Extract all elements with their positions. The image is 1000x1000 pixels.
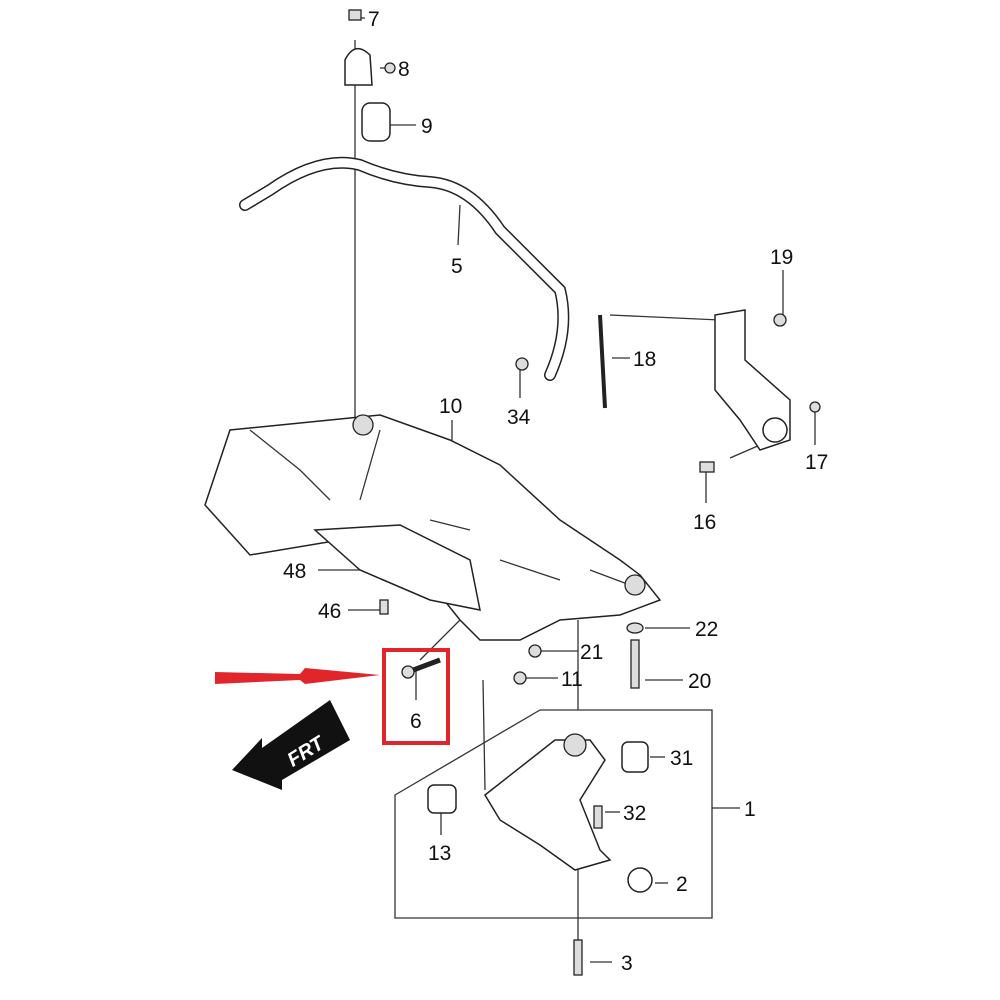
front-direction-arrow: FRT <box>232 700 350 790</box>
lower-control-arm <box>484 739 612 871</box>
bolt-46 <box>379 599 389 615</box>
callout-21: 21 <box>580 641 603 664</box>
callout-2: 2 <box>676 873 688 896</box>
callout-11: 11 <box>561 668 583 691</box>
callout-48: 48 <box>283 560 306 583</box>
red-pointer-arrow <box>215 668 380 684</box>
bolt-32 <box>593 805 603 829</box>
callout-13: 13 <box>428 842 451 865</box>
callout-31: 31 <box>670 747 693 770</box>
callout-22: 22 <box>695 618 718 641</box>
stabilizer-bar <box>239 156 570 381</box>
bushing-9 <box>361 102 391 142</box>
callout-34: 34 <box>507 406 531 429</box>
callout-46: 46 <box>318 600 341 623</box>
bolt-7 <box>348 9 362 21</box>
callout-7: 7 <box>368 8 380 31</box>
shield-48 <box>313 524 481 611</box>
ball-joint-2 <box>627 867 653 893</box>
bolt-20 <box>630 639 640 689</box>
callout-9: 9 <box>421 115 433 138</box>
callout-19: 19 <box>770 246 793 269</box>
nut-34 <box>515 357 529 371</box>
nut-11 <box>513 671 527 685</box>
stabilizer-link <box>598 314 607 409</box>
callout-18: 18 <box>633 348 656 371</box>
steering-knuckle <box>714 309 791 451</box>
callout-5: 5 <box>451 255 463 278</box>
washer-22 <box>626 622 644 634</box>
lower-arm-group-box <box>394 709 713 919</box>
nut-19 <box>773 313 787 327</box>
callout-3: 3 <box>621 952 633 975</box>
callout-10: 10 <box>439 395 462 418</box>
callout-6: 6 <box>410 710 422 733</box>
bushing-13 <box>427 784 457 814</box>
callout-labels: 7 8 9 5 18 19 34 10 17 16 48 46 22 21 20… <box>283 8 828 975</box>
callout-17: 17 <box>805 451 828 474</box>
callout-20: 20 <box>688 670 711 693</box>
leader-lines <box>318 17 816 963</box>
callout-8: 8 <box>398 58 410 81</box>
bushing-31 <box>621 741 649 773</box>
nut-21 <box>528 644 542 658</box>
callout-16: 16 <box>693 511 716 534</box>
highlight-box <box>382 648 450 745</box>
callout-32: 32 <box>623 802 646 825</box>
bolt-16 <box>699 461 715 473</box>
callout-1: 1 <box>744 798 756 821</box>
bolt-3 <box>573 939 583 976</box>
clamp-8 <box>344 47 373 86</box>
nut-17 <box>809 401 821 413</box>
